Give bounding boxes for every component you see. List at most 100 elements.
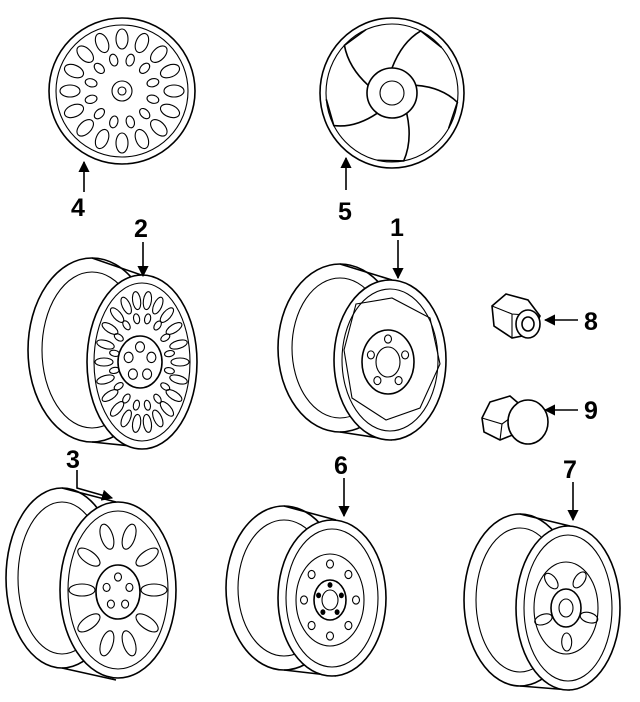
cover-inner-slot (146, 77, 160, 88)
wheel-slot (140, 583, 168, 597)
lug-hole (125, 582, 134, 592)
lug-hole (106, 599, 115, 609)
lug-hole (316, 592, 322, 599)
wheel-lattice-slot (142, 291, 153, 311)
spoke-window (572, 571, 587, 589)
cover-outer-slot (150, 45, 168, 63)
wheel-lattice-slot (143, 399, 152, 411)
wheel-lattice-slot (120, 409, 132, 428)
part-3-slotted-alloy-wheel[interactable] (5, 487, 177, 681)
part-4-wire-wheel-cover[interactable] (48, 17, 196, 165)
cover-inner-slot (109, 115, 119, 129)
wheel-slot (121, 630, 137, 657)
cover-outer-slot (59, 84, 81, 98)
wheel-lattice-slot (142, 413, 153, 433)
lug-hole (401, 350, 410, 360)
wheel-lattice-slot (132, 399, 141, 411)
lug-hole (134, 341, 146, 353)
cover-inner-slot (108, 53, 119, 67)
cover-inner-slot (125, 115, 136, 129)
lug-hole (338, 592, 344, 599)
part-7-spoke-wheel[interactable] (463, 513, 621, 691)
wheel-slot (135, 547, 159, 567)
cover-outer-slot (159, 103, 181, 119)
cover-outer-slot (134, 128, 150, 150)
callout-7: 7 (563, 456, 577, 484)
wheel-slot (135, 613, 159, 633)
lug-hole (102, 582, 111, 592)
lug-hole (127, 368, 138, 380)
cover-outer-slot (150, 119, 168, 137)
cover-outer-slot (76, 45, 94, 63)
vent-hole (299, 595, 309, 605)
cover-spoke (415, 84, 459, 129)
vent-hole (325, 559, 335, 569)
wheel-lattice-slot (170, 357, 190, 367)
wheel-lattice-slot (101, 389, 119, 402)
wheel-slot (121, 523, 137, 550)
vent-hole (351, 595, 361, 605)
lug-hole (142, 368, 153, 380)
cover-outer-slot (134, 32, 150, 54)
lug-hole (383, 334, 393, 344)
vent-hole (307, 569, 316, 580)
cover-inner-slot (125, 53, 135, 67)
lug-hole (394, 376, 403, 386)
wheel-lattice-slot (113, 333, 124, 342)
cover-inner-slot (139, 107, 151, 120)
wheel-slot (77, 613, 101, 633)
spoke-window (561, 632, 573, 652)
wheel-lattice-slot (96, 374, 115, 385)
wheel-lattice-slot (131, 291, 142, 311)
cover-outer-slot (63, 63, 85, 79)
cover-spoke (391, 29, 443, 69)
cover-inner-slot (146, 94, 160, 104)
wheel-lattice-slot (169, 374, 188, 385)
lug-hole (123, 351, 134, 364)
cover-spoke (377, 113, 410, 162)
callout-2: 2 (134, 215, 148, 243)
lug-hole (320, 609, 326, 615)
wheel-slot (99, 523, 115, 550)
callout-6: 6 (334, 452, 348, 480)
wheel-lattice-slot (163, 367, 175, 375)
cover-outer-slot (76, 119, 94, 137)
wheel-lattice-slot (164, 349, 175, 358)
part-5-wheel-cover[interactable] (319, 17, 465, 169)
cover-inner-slot (84, 94, 98, 105)
lug-hole (146, 351, 157, 364)
wheel-lattice-slot (94, 357, 114, 367)
part-1-steel-wheel[interactable] (277, 263, 447, 441)
lug-hole (334, 609, 340, 615)
cover-outer-slot (94, 128, 110, 150)
callout-1: 1 (390, 214, 404, 242)
cover-outer-slot (63, 103, 85, 119)
vent-hole (307, 620, 316, 631)
part-9-acorn-nut[interactable] (481, 395, 549, 445)
cover-spoke (325, 99, 378, 127)
wheel-lattice-slot (122, 393, 131, 404)
cover-outer-slot (163, 84, 185, 98)
callout-3: 3 (66, 446, 80, 474)
part-8-lug-nut[interactable] (491, 293, 541, 339)
vent-hole (344, 569, 353, 580)
wheel-lattice-slot (160, 333, 171, 342)
wheel-lattice-slot (120, 296, 132, 315)
wheel-lattice-slot (96, 339, 115, 350)
spoke-window (543, 572, 559, 590)
cover-outer-slot (94, 32, 110, 54)
callout-leaders (76, 156, 579, 522)
wheel-lattice-slot (143, 313, 152, 325)
cover-inner-slot (93, 62, 105, 75)
cover-spoke (343, 28, 369, 86)
part-6-steel-wheel[interactable] (225, 505, 387, 677)
lug-hole (373, 376, 382, 386)
wheel-lattice-slot (131, 413, 142, 433)
part-2-alloy-wheel[interactable] (27, 257, 198, 450)
wheel-slot (99, 630, 115, 657)
cover-outer-slot (115, 132, 129, 154)
callout-8: 8 (584, 308, 598, 336)
wheel-slot (77, 547, 101, 567)
wheel-lattice-slot (165, 322, 183, 335)
wheel-lattice-slot (113, 382, 124, 391)
